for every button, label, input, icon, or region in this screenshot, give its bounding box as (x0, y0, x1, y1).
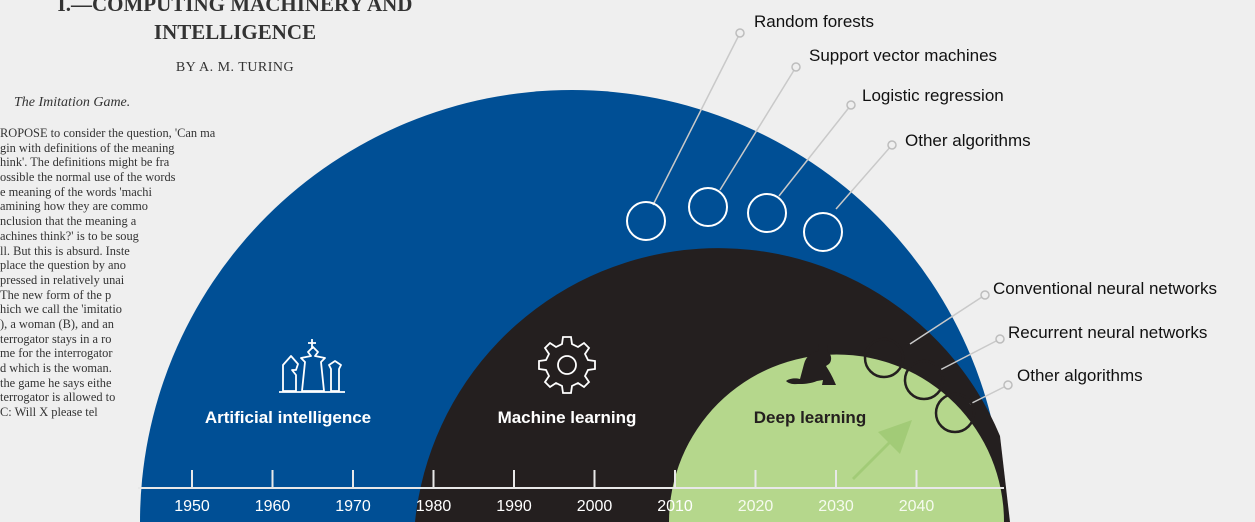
arrow-decoration (852, 420, 912, 480)
paper-section-heading: The Imitation Game. (14, 95, 131, 110)
connector-line (719, 66, 797, 191)
paper-line: C: Will X please tel (0, 405, 98, 420)
ml-algorithm-circle (626, 201, 666, 241)
connector-line (969, 384, 1009, 405)
paper-line: place the question by ano (0, 258, 126, 273)
connector-knob (735, 28, 745, 38)
ml-algorithm-label: Other algorithms (905, 131, 1031, 150)
ml-algorithm-circle (803, 212, 843, 252)
paper-title-line2: INTELLIGENCE (153, 20, 317, 44)
ml-algorithm-circle (688, 187, 728, 227)
paper-line: ), a woman (B), and an (0, 316, 114, 331)
dl-algorithm-circle (903, 359, 945, 401)
connector-knob (846, 100, 856, 110)
ml-algorithm-label: Support vector machines (809, 46, 997, 65)
ai-label: Artificial intelligence (205, 408, 371, 427)
ml-algorithm-circle (747, 193, 787, 233)
dl-region (669, 354, 1004, 522)
paper-line: amining how they are commo (0, 199, 148, 214)
ml-algorithm-label: Logistic regression (862, 86, 1004, 105)
timeline-year-label: 1990 (496, 498, 532, 515)
paper-body-text: ROPOSE to consider the question, 'Can ma… (0, 126, 420, 420)
timeline-year-label: 1970 (335, 498, 371, 515)
dl-algorithm-circle (934, 392, 976, 434)
paper-line: achines think?' is to be soug (0, 228, 139, 243)
chess-pieces-icon (279, 339, 345, 393)
connector-knob (1003, 380, 1013, 390)
timeline-year-label: 1950 (174, 498, 210, 515)
dl-algorithm-circle (863, 337, 905, 379)
gear-icon (538, 336, 596, 394)
connector-line (939, 338, 1001, 371)
timeline-year-label: 2040 (899, 498, 935, 515)
timeline-year-label: 1960 (255, 498, 291, 515)
connector-line (909, 294, 986, 345)
paper-line: hich we call the 'imitatio (0, 302, 122, 317)
timeline-year-label: 2020 (738, 498, 774, 515)
dl-algorithm-label: Other algorithms (1017, 366, 1143, 385)
paper-line: me for the interrogator (0, 346, 113, 361)
timeline: 1950 1960 1970 1980 1990 2000 2010 2020 2030 2040 (138, 470, 1004, 515)
paper-line: ossible the normal use of the words (0, 170, 176, 185)
connector-knob (980, 290, 990, 300)
paper-title-line1: I.—COMPUTING MACHINERY AND (57, 0, 413, 16)
timeline-year-label: 2000 (577, 498, 613, 515)
paper-line: terrogator is allowed to (0, 390, 116, 405)
dl-algorithm-label: Recurrent neural networks (1008, 323, 1207, 342)
paper-line: gin with definitions of the meaning (0, 140, 175, 155)
ml-label: Machine learning (498, 408, 637, 427)
paper-line: terrogator stays in a ro (0, 331, 112, 346)
connector-knob (887, 140, 897, 150)
paper-line: ROPOSE to consider the question, 'Can ma (0, 126, 216, 140)
connector-line (652, 32, 741, 206)
connector-knob (791, 62, 801, 72)
paper-line: nclusion that the meaning a (0, 214, 137, 229)
timeline-year-label: 2030 (818, 498, 854, 515)
dl-algorithm-label: Conventional neural networks (993, 279, 1217, 298)
connector-line (778, 104, 852, 197)
paper-line: the game he says eithe (0, 375, 112, 390)
paper-line: e meaning of the words 'machi (0, 184, 152, 199)
timeline-year-label: 1980 (416, 498, 452, 515)
dl-label: Deep learning (754, 408, 866, 427)
timeline-year-label: 2010 (657, 498, 693, 515)
paper-line: The new form of the p (0, 287, 112, 302)
paper-line: d which is the woman. (0, 361, 112, 375)
paper-author: BY A. M. TURING (175, 60, 295, 75)
connector-line (835, 144, 893, 210)
ml-algorithm-label: Random forests (754, 12, 874, 31)
paper-line: pressed in relatively unai (0, 272, 125, 287)
paper-line: hink'. The definitions might be fra (0, 155, 170, 170)
connector-knob (995, 334, 1005, 344)
paper-line: ll. But this is absurd. Inste (0, 243, 130, 258)
cat-icon (786, 344, 836, 385)
